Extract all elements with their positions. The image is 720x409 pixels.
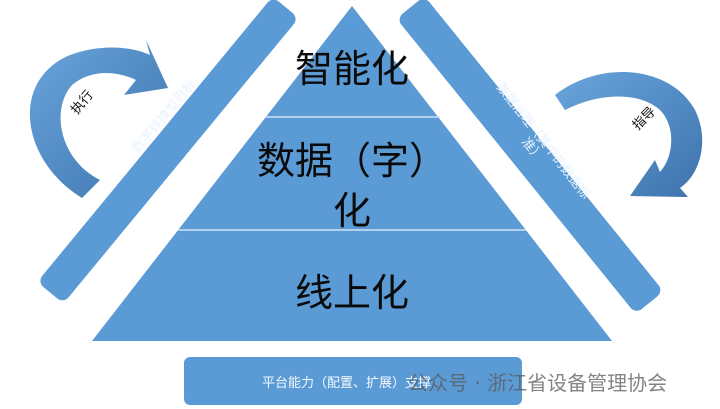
base-bar-label: 平台能力（配置、扩展）支撑 (262, 376, 432, 391)
pyramid-middle-label-1: 数据（字） (256, 139, 447, 183)
right-bar (399, 0, 661, 311)
execute-arrow-icon (29, 40, 169, 198)
watermark: 公众号 · 浙江省设备管理协会 (408, 371, 668, 395)
base-bar (184, 357, 522, 405)
pyramid (92, 6, 612, 341)
pyramid-top-label: 智能化 (294, 47, 409, 91)
left-bar (40, 0, 296, 301)
pyramid-middle-label-2: 化 (332, 189, 371, 233)
guide-arrow-icon (555, 72, 703, 197)
pyramid-bottom-label: 线上化 (294, 271, 409, 315)
